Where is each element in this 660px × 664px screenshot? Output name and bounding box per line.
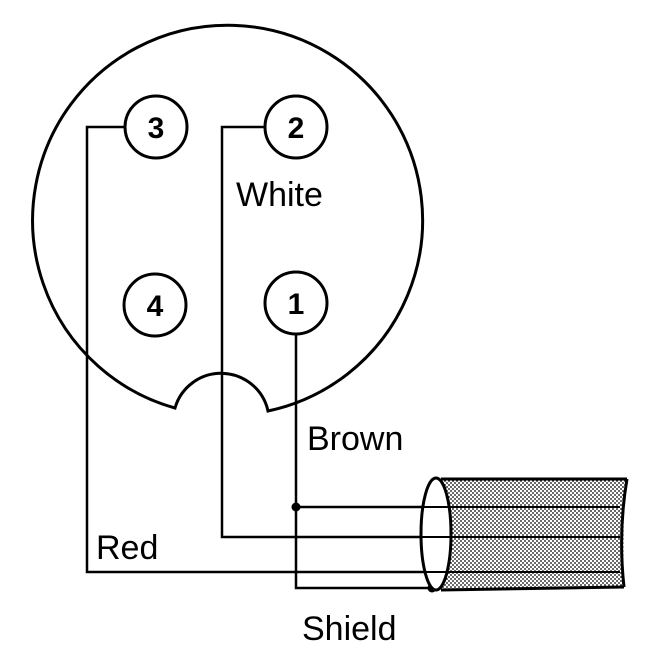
brown-junction-dot: [291, 502, 301, 512]
shielded-cable: [419, 476, 629, 592]
pin-1: 1: [263, 270, 329, 336]
white-wire: [220, 125, 435, 539]
shield-wire: [294, 507, 432, 590]
red-wire: [85, 125, 435, 574]
brown-label: Brown: [307, 420, 403, 458]
pin-2-label: 2: [288, 112, 305, 145]
shield-label: Shield: [302, 610, 397, 648]
connector-body: [31, 23, 425, 413]
pin-4: 4: [122, 272, 188, 338]
pin-4-label: 4: [147, 290, 164, 323]
white-label: White: [236, 176, 323, 214]
pin-1-label: 1: [288, 288, 305, 321]
pin-3-label: 3: [148, 112, 165, 145]
cable-end-ellipse: [419, 476, 453, 592]
red-label: Red: [96, 529, 158, 567]
pin-3: 3: [123, 94, 189, 160]
pin-2: 2: [263, 94, 329, 160]
